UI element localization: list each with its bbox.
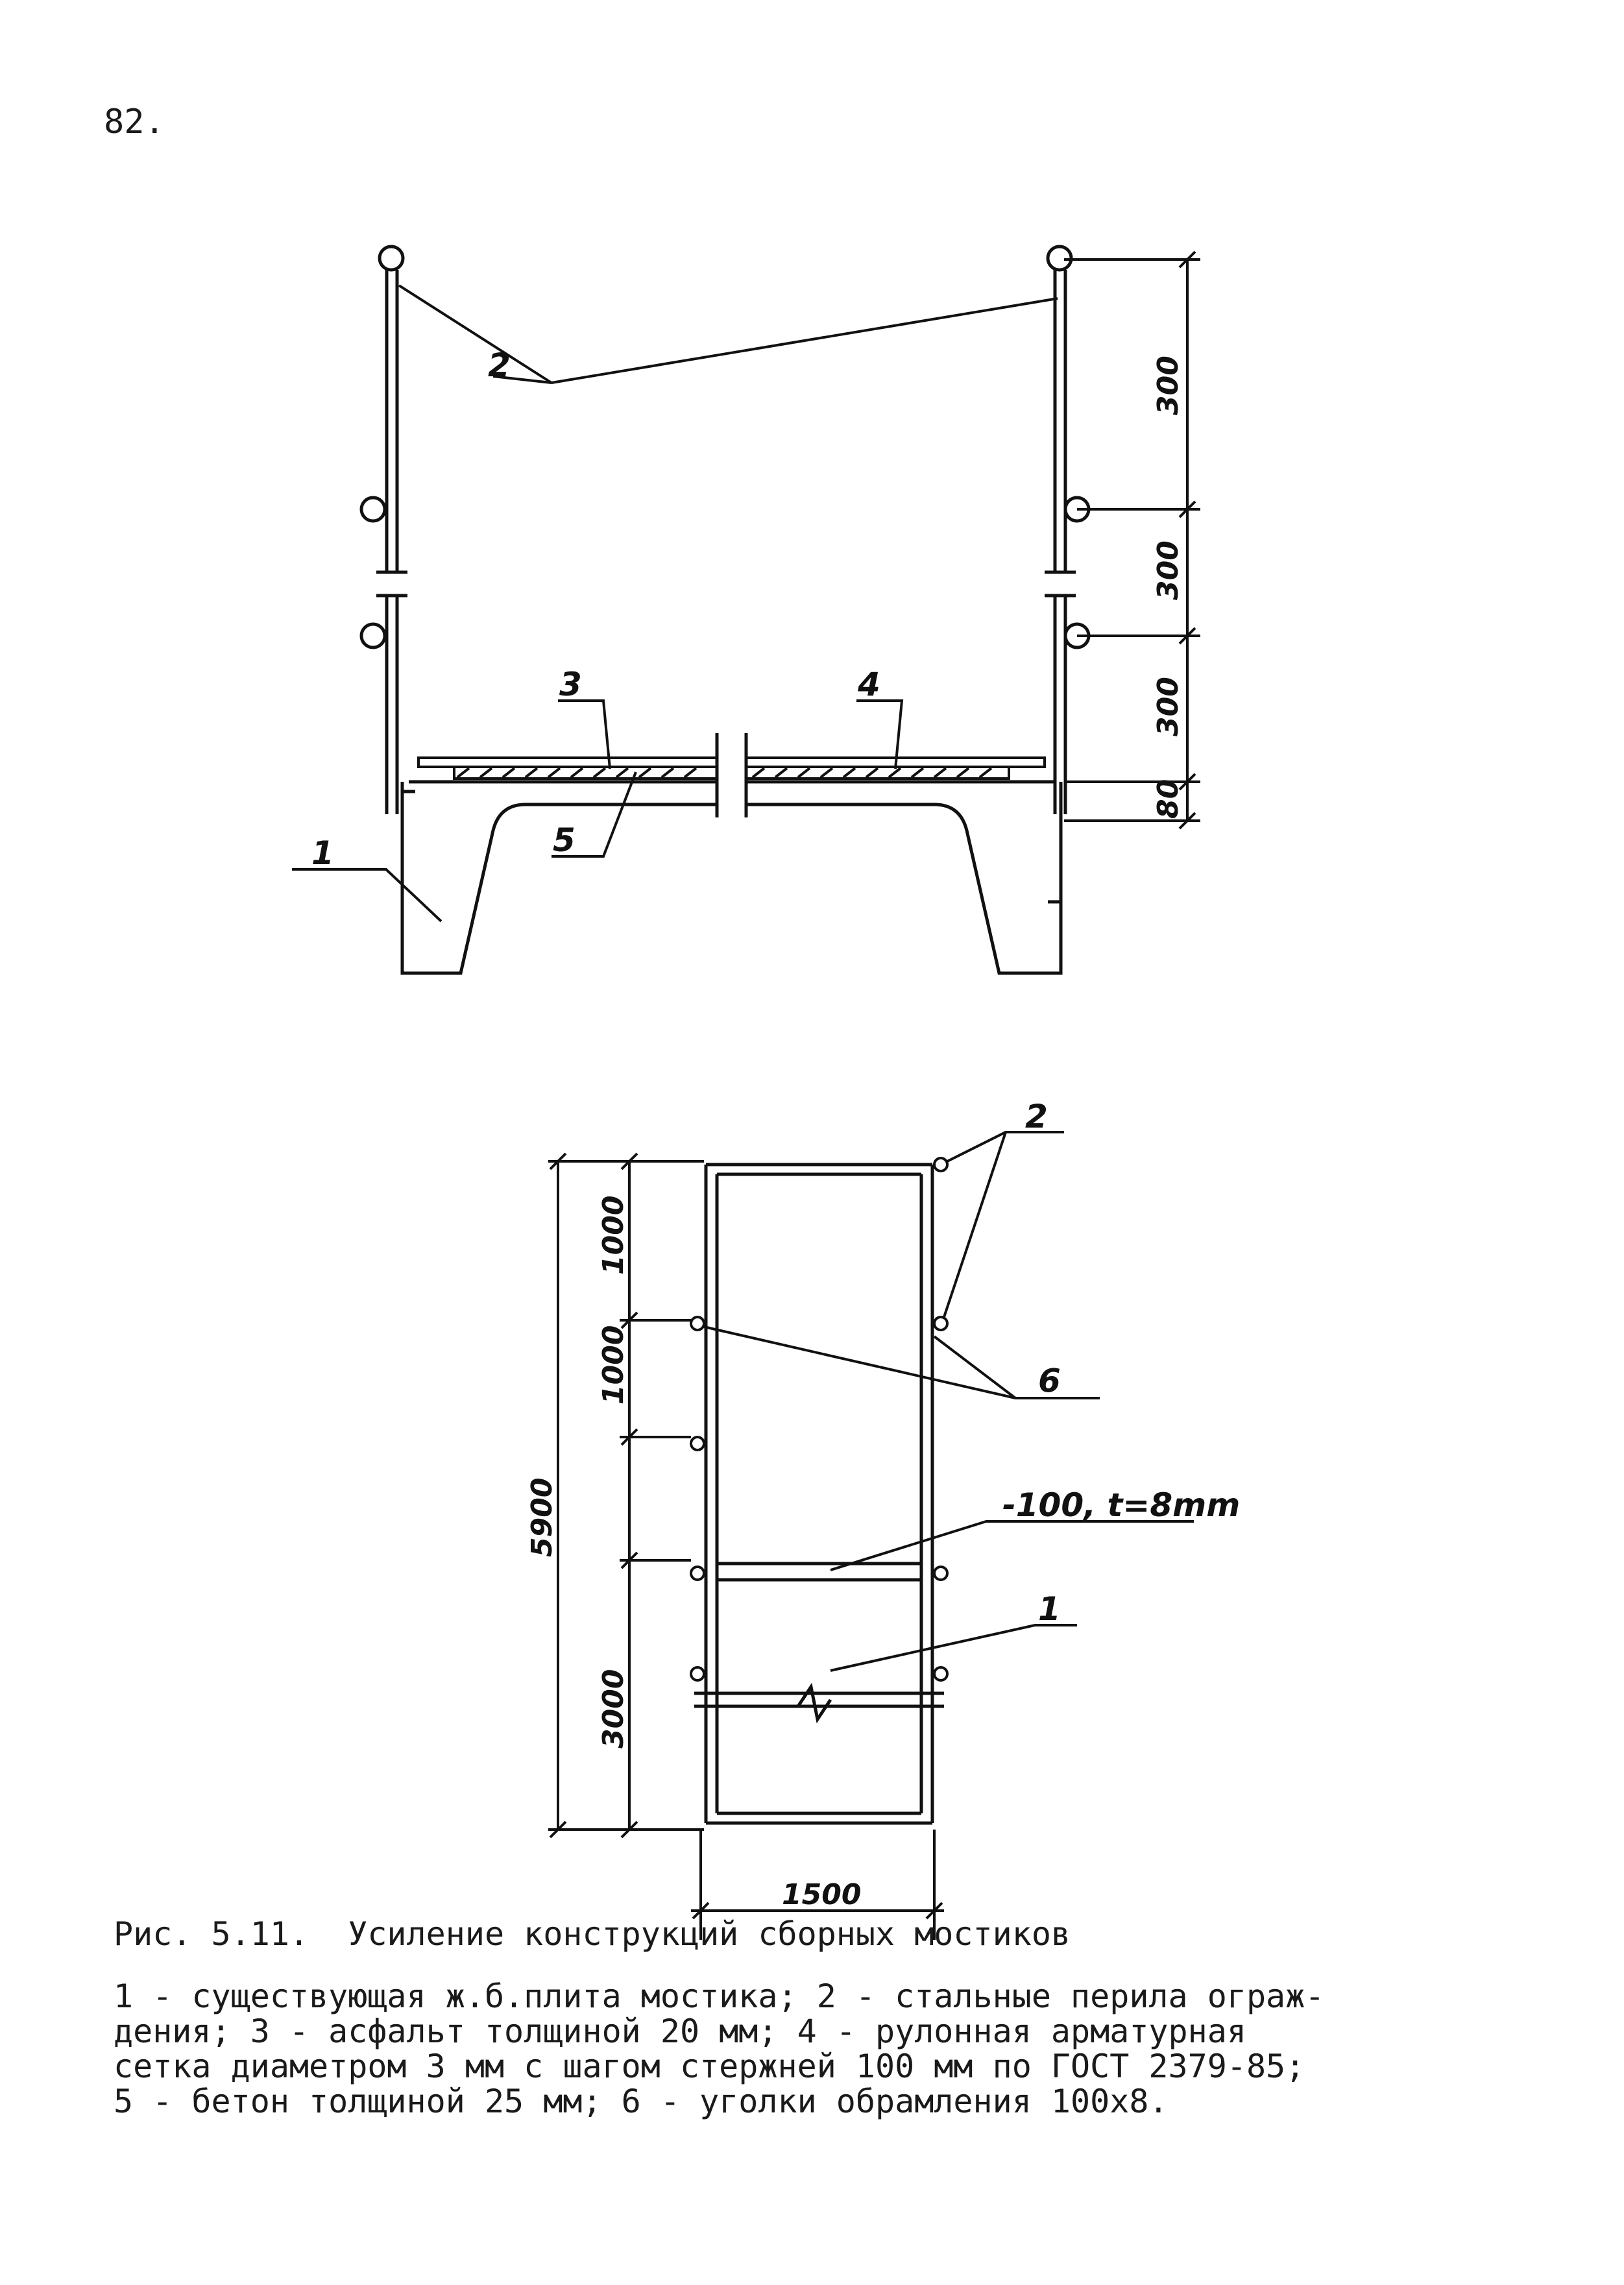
page-number: 82. <box>104 103 165 141</box>
plan-posts <box>690 1157 949 1682</box>
section-view <box>292 245 1200 975</box>
callout-5: 5 <box>553 821 576 859</box>
legend-line: 1 - существующая ж.б.плита мостика; 2 - … <box>114 1977 1325 2015</box>
legend-line: дения; 3 - асфальт толщиной 20 мм; 4 - р… <box>114 2013 1246 2050</box>
dim-80: 80 <box>1152 779 1185 819</box>
callout-6: 6 <box>1038 1362 1061 1399</box>
plan-dimensions <box>548 1152 944 1940</box>
figure-caption-legend: 1 - существующая ж.б.плита мостика; 2 - … <box>114 1979 1411 2119</box>
callout-3: 3 <box>559 666 582 703</box>
plan-view <box>548 1131 1194 1940</box>
right-railing-post <box>1045 245 1091 814</box>
section-dimension-chain <box>1064 250 1200 830</box>
dim-1000-top: 1000 <box>597 1196 630 1275</box>
dim-5900: 5900 <box>526 1478 559 1557</box>
callout-2-section: 2 <box>488 346 511 384</box>
callout-4: 4 <box>857 666 880 703</box>
dim-300-lower: 300 <box>1152 677 1185 736</box>
callout-1-section: 1 <box>311 834 334 872</box>
dim-300-top: 300 <box>1152 356 1185 415</box>
plan-frame <box>694 1163 944 1825</box>
precast-plate <box>400 733 1063 975</box>
section-leaders <box>292 284 1058 923</box>
dim-3000: 3000 <box>597 1669 630 1748</box>
callout-1-plan: 1 <box>1038 1590 1061 1628</box>
dim-1500: 1500 <box>782 1878 861 1911</box>
dim-1000-second: 1000 <box>597 1325 630 1405</box>
deck-layers <box>417 756 1046 780</box>
plan-leaders <box>703 1131 1194 1672</box>
callout-2-plan: 2 <box>1025 1098 1048 1135</box>
left-railing-post <box>359 245 407 814</box>
plate-note: -100, t=8mm <box>1002 1486 1240 1524</box>
legend-line: сетка диаметром 3 мм с шагом стержней 10… <box>114 2048 1305 2085</box>
legend-line: 5 - бетон толщиной 25 мм; 6 - уголки обр… <box>114 2083 1169 2120</box>
dim-300-middle: 300 <box>1152 540 1185 600</box>
figure-caption-title: Рис. 5.11. Усиление конструкций сборных … <box>114 1915 1071 1953</box>
